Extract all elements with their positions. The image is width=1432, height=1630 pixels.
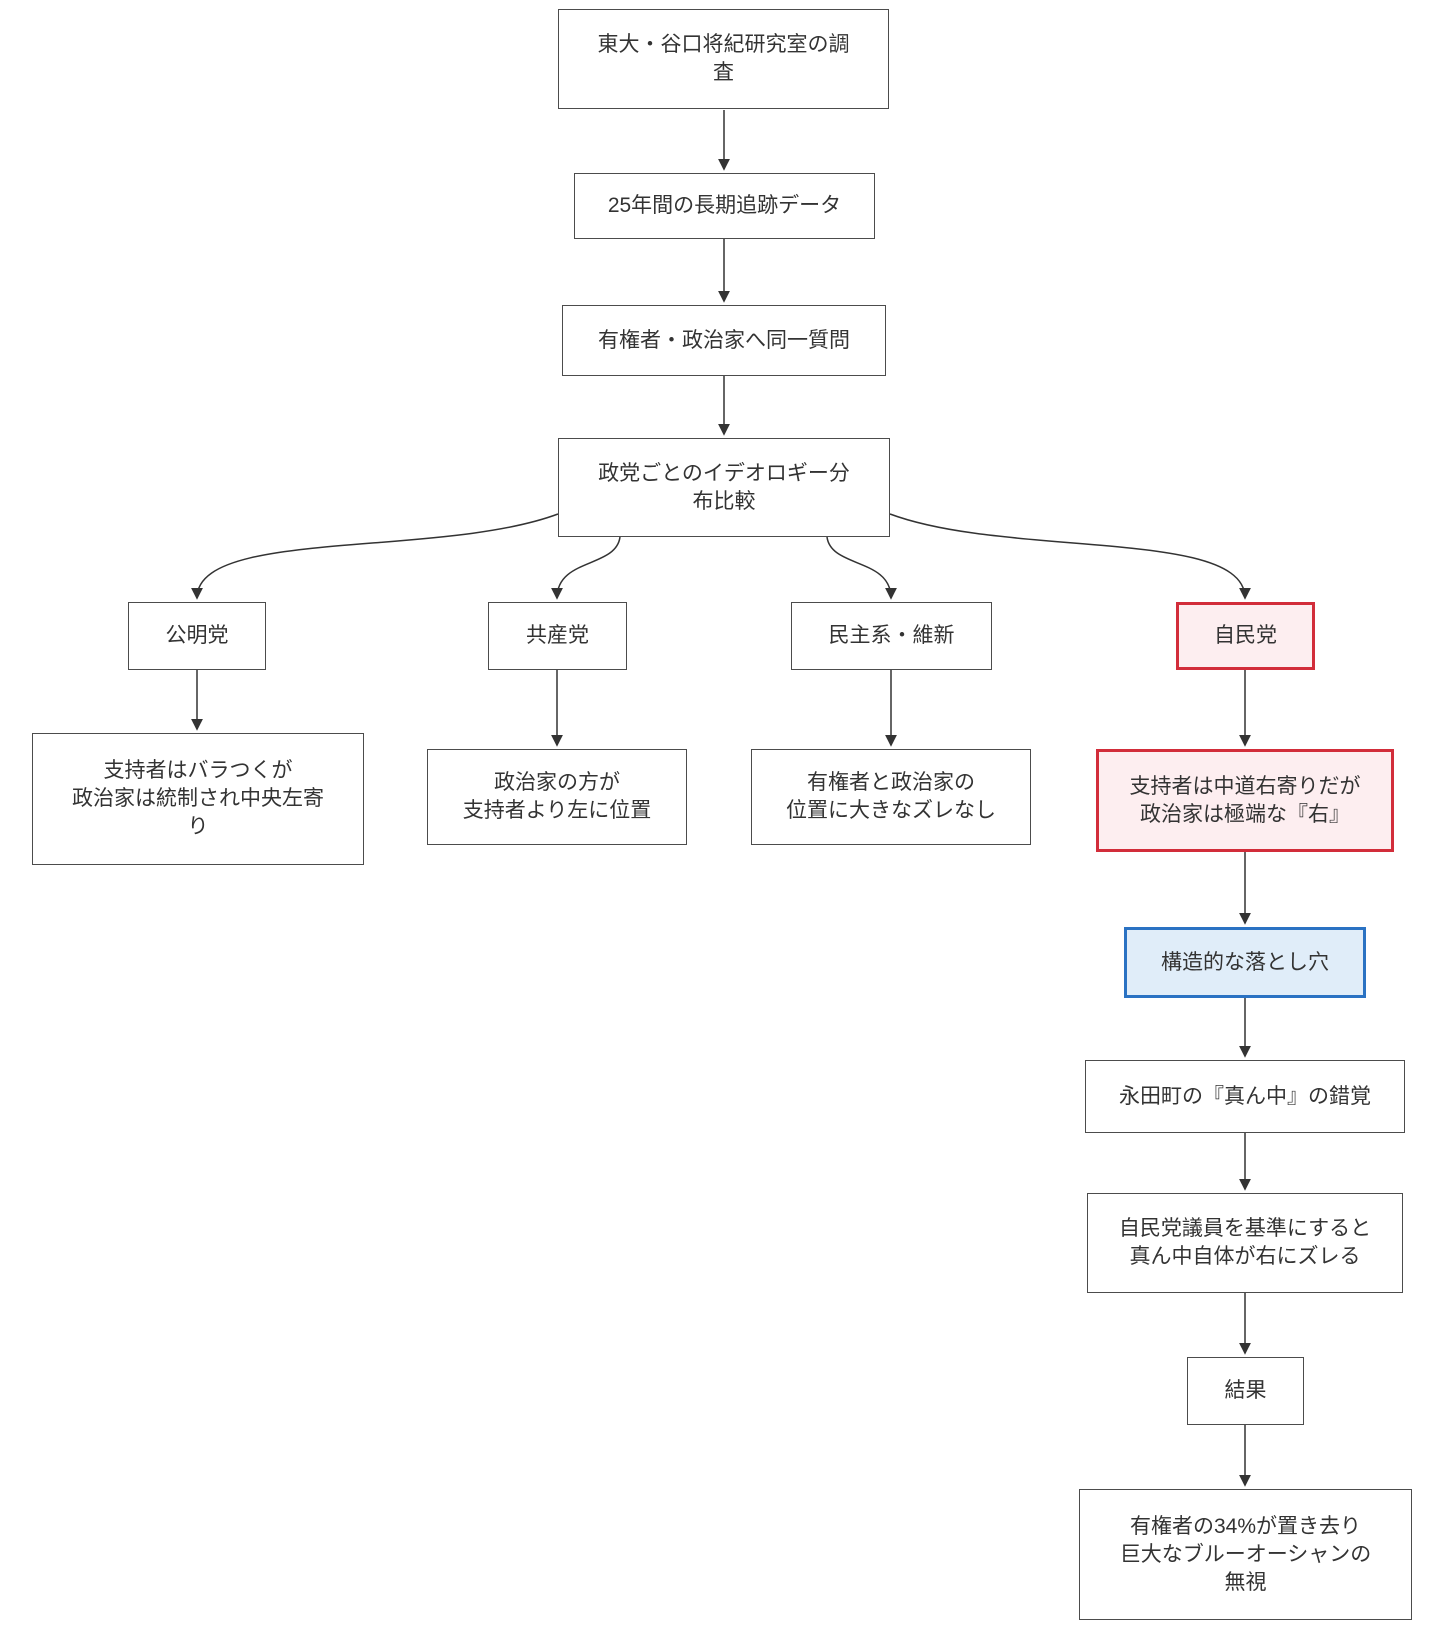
node-same-question: 有権者・政治家へ同一質問 bbox=[562, 305, 886, 376]
node-survey: 東大・谷口将紀研究室の調 査 bbox=[558, 9, 889, 109]
node-structural-pitfall: 構造的な落とし穴 bbox=[1124, 927, 1366, 998]
node-jiminto-detail: 支持者は中道右寄りだが 政治家は極端な『右』 bbox=[1096, 749, 1394, 852]
edge-compare-komeito bbox=[191, 513, 559, 600]
node-minshu-ishin-detail: 有権者と政治家の 位置に大きなズレなし bbox=[751, 749, 1031, 845]
node-komeito-detail: 支持者はバラつくが 政治家は統制され中央左寄 り bbox=[32, 733, 364, 865]
node-result: 結果 bbox=[1187, 1357, 1304, 1425]
node-tracking-data: 25年間の長期追跡データ bbox=[574, 173, 875, 239]
node-baseline-shift: 自民党議員を基準にすると 真ん中自体が右にズレる bbox=[1087, 1193, 1403, 1293]
edge-compare-kyosanto bbox=[551, 536, 621, 600]
node-ideology-compare: 政党ごとのイデオロギー分 布比較 bbox=[558, 438, 890, 537]
node-komeito: 公明党 bbox=[128, 602, 266, 670]
node-conclusion: 有権者の34%が置き去り 巨大なブルーオーシャンの 無視 bbox=[1079, 1489, 1412, 1620]
node-kyosanto: 共産党 bbox=[488, 602, 627, 670]
node-kyosanto-detail: 政治家の方が 支持者より左に位置 bbox=[427, 749, 687, 845]
node-jiminto: 自民党 bbox=[1176, 602, 1315, 670]
edge-compare-jiminto bbox=[889, 513, 1251, 600]
node-minshu-ishin: 民主系・維新 bbox=[791, 602, 992, 670]
edge-compare-minshu-ishin bbox=[826, 536, 897, 600]
node-nagatacho-illusion: 永田町の『真ん中』の錯覚 bbox=[1085, 1060, 1405, 1133]
